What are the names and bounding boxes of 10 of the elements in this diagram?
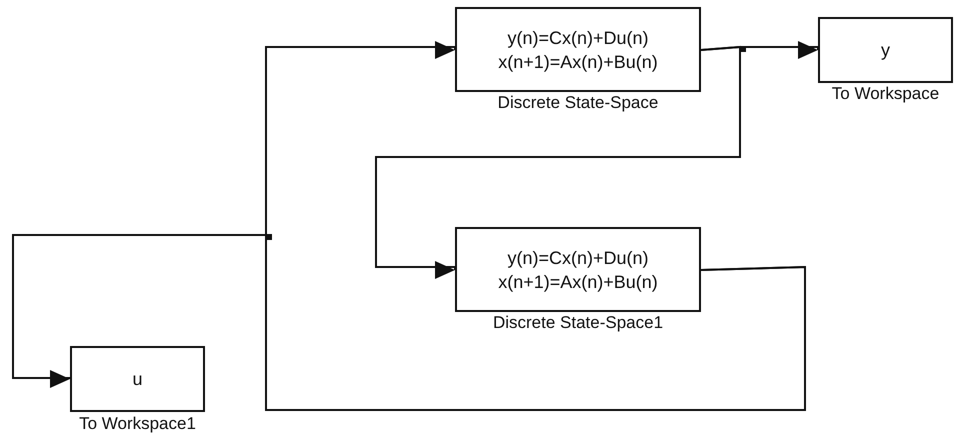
block [70,346,205,412]
block-text: u [132,368,142,391]
signal-arrow [12,234,806,411]
block-name: To Workspace1 [79,414,196,434]
block-name: To Workspace [832,84,940,104]
block-text: y(n)=Cx(n)+Du(n) [507,26,649,50]
block-text: y [881,39,890,62]
block-text: x(n+1)=Ax(n)+Bu(n) [498,270,658,294]
block-name: Discrete State-Space1 [492,313,664,333]
block [818,17,953,83]
